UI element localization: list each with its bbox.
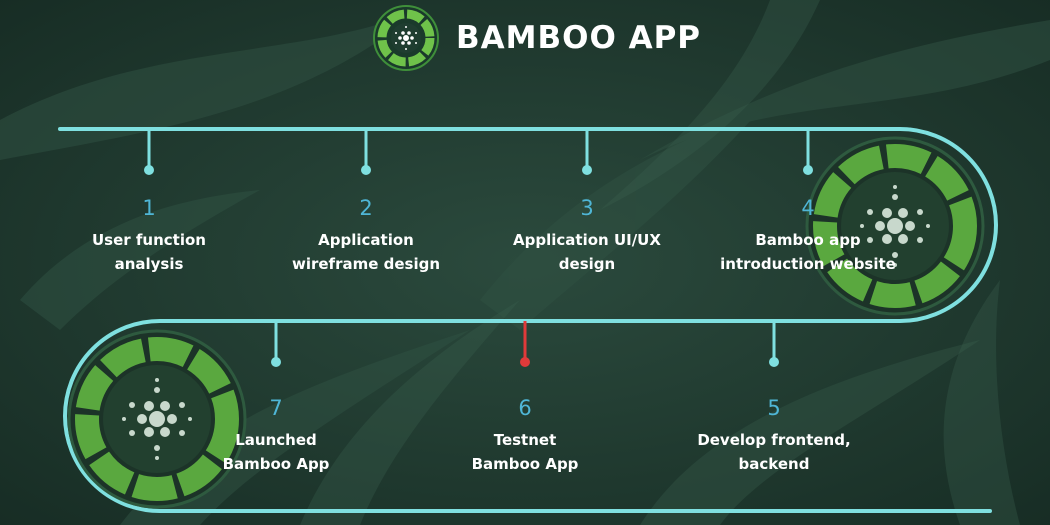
roadmap-step-1: 1 User function analysis	[59, 196, 239, 276]
step-number: 3	[580, 196, 594, 220]
step-node-dot	[582, 165, 592, 175]
step-number: 5	[767, 396, 781, 420]
step-label: Testnet Bamboo App	[471, 431, 579, 473]
step-node-dot	[520, 357, 530, 367]
step-node-dot	[769, 357, 779, 367]
roadmap-step-2: 2 Application wireframe design	[276, 196, 456, 276]
step-label: User function analysis	[92, 231, 206, 273]
roadmap-step-6: 6 Testnet Bamboo App	[435, 396, 615, 476]
roadmap-step-4: 4 Bamboo app introduction website	[718, 196, 898, 276]
roadmap-step-7: 7 Launched Bamboo App	[186, 396, 366, 476]
step-node-dot	[803, 165, 813, 175]
step-label: Bamboo app introduction website	[720, 231, 896, 273]
page-title: BAMBOO APP	[456, 20, 702, 56]
bamboo-logo-large-icon	[67, 329, 247, 509]
header: BAMBOO APP	[372, 4, 701, 72]
roadmap-step-3: 3 Application UI/UX design	[497, 196, 677, 276]
step-node-dot	[144, 165, 154, 175]
step-node-dot	[271, 357, 281, 367]
step-label: Develop frontend, backend	[697, 431, 851, 473]
step-number: 7	[269, 396, 283, 420]
roadmap-step-5: 5 Develop frontend, backend	[684, 396, 864, 476]
step-number: 6	[518, 396, 532, 420]
step-label: Launched Bamboo App	[222, 431, 330, 473]
step-node-dot	[361, 165, 371, 175]
step-label: Application wireframe design	[291, 231, 441, 273]
step-label: Application UI/UX design	[513, 231, 661, 273]
step-number: 2	[359, 196, 373, 220]
step-number: 1	[142, 196, 156, 220]
bamboo-logo-large-icon	[805, 136, 985, 316]
bamboo-logo-icon	[372, 4, 440, 72]
step-number: 4	[801, 196, 815, 220]
